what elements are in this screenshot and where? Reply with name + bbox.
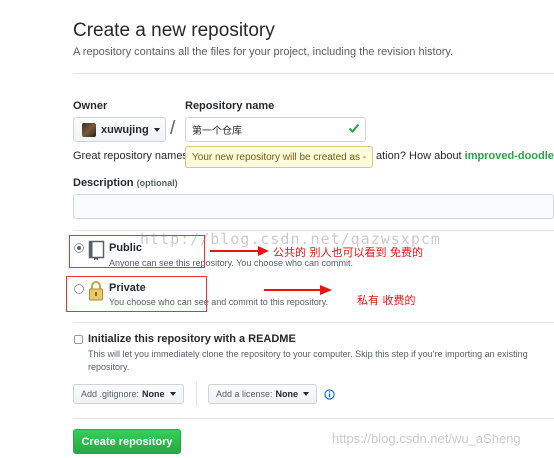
description-input[interactable] bbox=[73, 194, 554, 219]
owner-name: xuwujing bbox=[101, 123, 149, 136]
avatar bbox=[82, 122, 96, 137]
repo-name-label: Repository name bbox=[185, 100, 275, 112]
annotation-public-note: 公共的 别人也可以看到 免费的 bbox=[273, 246, 423, 259]
create-repository-button[interactable]: Create repository bbox=[73, 429, 181, 454]
suggestion-tail: ation? How about improved-doodle bbox=[376, 150, 554, 162]
readme-checkbox[interactable] bbox=[74, 335, 83, 344]
public-radio[interactable] bbox=[74, 243, 84, 253]
divider bbox=[73, 73, 554, 74]
owner-select[interactable]: xuwujing bbox=[73, 117, 166, 142]
license-select[interactable]: Add a license:None bbox=[208, 384, 318, 404]
gitignore-label: Add .gitignore: bbox=[81, 389, 140, 399]
annotation-arrow-icon bbox=[210, 246, 269, 256]
license-value: None bbox=[275, 389, 299, 399]
readme-label: Initialize this repository with a README bbox=[88, 333, 296, 345]
license-label: Add a license: bbox=[216, 389, 273, 399]
optional-tag: (optional) bbox=[136, 178, 178, 188]
repo-name-value: 第一个仓库 bbox=[192, 126, 242, 137]
divider bbox=[73, 322, 554, 323]
lock-icon bbox=[89, 281, 103, 301]
repo-name-input[interactable]: 第一个仓库 bbox=[185, 117, 366, 142]
description-label-text: Description bbox=[73, 177, 134, 189]
private-description: You choose who can see and commit to thi… bbox=[109, 297, 329, 307]
gitignore-value: None bbox=[142, 389, 165, 399]
suggestion-suffix: ation? How about bbox=[376, 150, 465, 162]
watermark-top: http://blog.csdn.net/qazwsxpcm bbox=[140, 230, 441, 248]
owner-label: Owner bbox=[73, 100, 108, 112]
caret-down-icon bbox=[169, 392, 176, 396]
annotation-arrow-icon bbox=[264, 285, 332, 295]
repo-book-icon bbox=[88, 240, 105, 261]
info-icon[interactable] bbox=[324, 389, 335, 400]
divider bbox=[73, 418, 554, 419]
caret-down-icon bbox=[303, 392, 310, 396]
gitignore-select[interactable]: Add .gitignore:None bbox=[73, 384, 184, 404]
repo-name-tooltip: Your new repository will be created as - bbox=[185, 146, 374, 168]
annotation-private-note: 私有 收费的 bbox=[357, 294, 416, 307]
description-label: Description (optional) bbox=[73, 177, 178, 189]
check-icon bbox=[348, 123, 360, 133]
annotation-box-private bbox=[66, 276, 207, 312]
owner-repo-separator: / bbox=[170, 118, 176, 139]
public-description: Anyone can see this repository. You choo… bbox=[109, 258, 353, 268]
suggestion-prefix: Great repository names bbox=[73, 150, 188, 162]
annotation-box-public bbox=[69, 235, 205, 268]
page-subtitle: A repository contains all the files for … bbox=[73, 46, 454, 58]
private-radio[interactable] bbox=[74, 284, 84, 294]
page-title: Create a new repository bbox=[73, 20, 275, 41]
public-label: Public bbox=[109, 242, 143, 254]
divider bbox=[73, 230, 554, 231]
name-suggestion: Great repository names ation? How about … bbox=[73, 150, 554, 162]
readme-description: This will let you immediately clone the … bbox=[88, 349, 528, 372]
divider bbox=[196, 382, 197, 406]
private-label: Private bbox=[109, 282, 146, 294]
watermark-bottom: https://blog.csdn.net/wu_aSheng bbox=[332, 431, 521, 446]
suggested-name-link[interactable]: improved-doodle bbox=[464, 150, 554, 162]
caret-down-icon bbox=[153, 127, 160, 132]
